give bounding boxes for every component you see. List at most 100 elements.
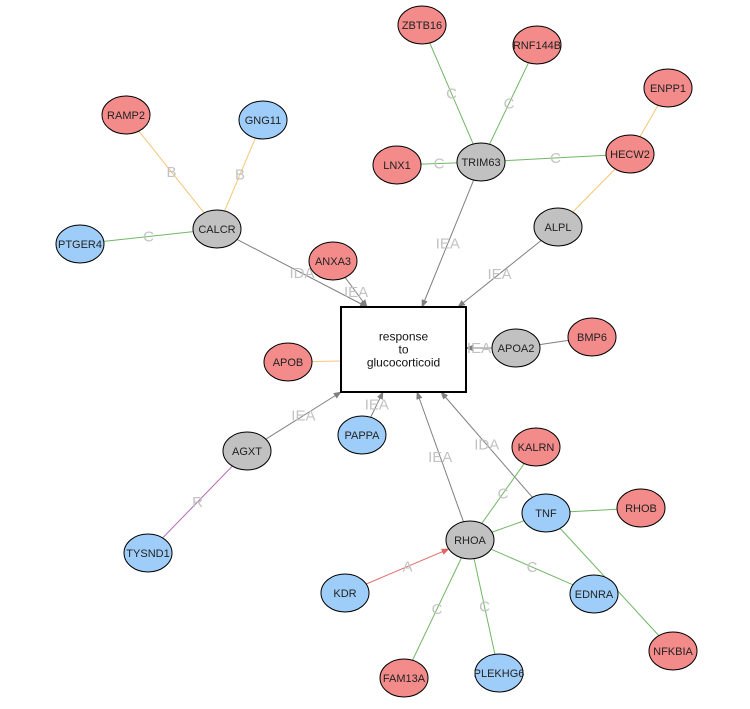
node-bmp6[interactable]: BMP6 (567, 317, 617, 357)
edge-gng11-calcr[interactable] (224, 137, 256, 212)
node-fam13a[interactable]: FAM13A (379, 658, 429, 698)
node-apob[interactable]: APOB (263, 342, 313, 382)
node-tysnd1[interactable]: TYSND1 (123, 533, 173, 573)
edge-label: IEA (467, 340, 491, 357)
node-label: APOB (273, 357, 304, 369)
node-label: KDR (333, 588, 356, 600)
edge-apob-center[interactable] (311, 360, 342, 363)
node-ellipse[interactable] (222, 431, 272, 471)
node-ellipse[interactable] (474, 653, 524, 693)
edge-rnf144b-trim63[interactable] (489, 62, 529, 145)
node-lnx1[interactable]: LNX1 (372, 145, 422, 185)
node-ellipse[interactable] (397, 5, 447, 45)
edge-label: C (479, 599, 490, 616)
node-ellipse[interactable] (533, 207, 583, 247)
edge-hecw2-alpl[interactable] (572, 168, 616, 213)
edge-tnf-rhob[interactable] (569, 508, 618, 513)
center-term-box[interactable] (340, 306, 467, 393)
edge-label: IEA (428, 449, 452, 466)
node-ellipse[interactable] (192, 209, 242, 249)
node-ellipse[interactable] (648, 631, 698, 671)
node-ednra[interactable]: EDNRA (569, 574, 619, 614)
edge-kdr-rhoa[interactable] (365, 548, 450, 585)
node-ellipse[interactable] (320, 573, 370, 613)
edge-fam13a-rhoa[interactable] (412, 557, 462, 661)
edge-trim63-center[interactable] (421, 179, 475, 308)
edge-lnx1-trim63[interactable] (420, 162, 458, 165)
edge-tysnd1-agxt[interactable] (162, 465, 233, 539)
edge-agxt-center[interactable] (265, 391, 342, 440)
edge-enpp1-hecw2[interactable] (639, 105, 659, 137)
node-ellipse[interactable] (123, 533, 173, 573)
node-ramp2[interactable]: RAMP2 (101, 95, 151, 135)
node-ellipse[interactable] (308, 241, 358, 281)
edge-rhoa-center[interactable] (416, 391, 464, 522)
node-ellipse[interactable] (445, 520, 495, 560)
edge-label: C (498, 486, 509, 503)
node-rhoa[interactable]: RHOA (445, 520, 495, 560)
node-ellipse[interactable] (55, 224, 105, 264)
edge-label: B (235, 167, 245, 184)
node-label: PLEKHG6 (474, 668, 525, 680)
edge-ptger4-calcr[interactable] (103, 231, 194, 242)
node-rnf144b[interactable]: RNF144B (512, 25, 562, 65)
node-gng11[interactable]: GNG11 (238, 100, 288, 140)
edge-pappa-center[interactable] (370, 391, 384, 418)
node-ellipse[interactable] (491, 328, 541, 368)
edge-label: C (446, 86, 457, 103)
node-ptger4[interactable]: PTGER4 (55, 224, 105, 264)
edge-rhoa-ednra[interactable] (490, 548, 574, 586)
node-agxt[interactable]: AGXT (222, 431, 272, 471)
node-label: BMP6 (577, 332, 607, 344)
node-ellipse[interactable] (605, 134, 655, 174)
node-ellipse[interactable] (101, 95, 151, 135)
node-label: RHOA (454, 535, 486, 547)
node-label: ANXA3 (315, 256, 351, 268)
edge-label: C (143, 229, 154, 246)
edge-plekhg6-rhoa[interactable] (473, 558, 496, 655)
edge-zbtb16-trim63[interactable] (429, 42, 474, 145)
node-apoa2[interactable]: APOA2 (491, 328, 541, 368)
node-anxa3[interactable]: ANXA3 (308, 241, 358, 281)
node-ellipse[interactable] (521, 493, 571, 533)
node-ellipse[interactable] (379, 658, 429, 698)
node-ellipse[interactable] (567, 317, 617, 357)
node-label: APOA2 (498, 343, 535, 355)
edge-label: C (550, 150, 561, 167)
node-pappa[interactable]: PAPPA (337, 415, 387, 455)
node-zbtb16[interactable]: ZBTB16 (397, 5, 447, 45)
node-tnf[interactable]: TNF (521, 493, 571, 533)
node-ellipse[interactable] (643, 68, 693, 108)
edge-anxa3-center[interactable] (344, 277, 368, 308)
node-nfkbia[interactable]: NFKBIA (648, 631, 698, 671)
node-enpp1[interactable]: ENPP1 (643, 68, 693, 108)
node-ellipse[interactable] (337, 415, 387, 455)
edge-ramp2-calcr[interactable] (138, 130, 205, 214)
edge-bmp6-apoa2[interactable] (539, 339, 569, 346)
node-ellipse[interactable] (238, 100, 288, 140)
edge-kalrn-rhoa[interactable] (481, 463, 525, 524)
node-hecw2[interactable]: HECW2 (605, 134, 655, 174)
node-kdr[interactable]: KDR (320, 573, 370, 613)
node-ellipse[interactable] (569, 574, 619, 614)
node-plekhg6[interactable]: PLEKHG6 (474, 653, 525, 693)
node-ellipse[interactable] (456, 142, 506, 182)
edge-alpl-center[interactable] (457, 240, 542, 308)
node-ellipse[interactable] (263, 342, 313, 382)
node-label: RNF144B (513, 40, 561, 52)
edge-tnf-rhoa[interactable] (491, 520, 525, 533)
edge-label: IEA (291, 408, 315, 425)
node-rhob[interactable]: RHOB (616, 488, 666, 528)
node-kalrn[interactable]: KALRN (511, 427, 561, 467)
node-trim63[interactable]: TRIM63 (456, 142, 506, 182)
node-ellipse[interactable] (512, 25, 562, 65)
node-ellipse[interactable] (372, 145, 422, 185)
node-calcr[interactable]: CALCR (192, 209, 242, 249)
edge-trim63-hecw2[interactable] (504, 154, 607, 162)
edge-tnf-center[interactable] (440, 391, 533, 498)
node-ellipse[interactable] (511, 427, 561, 467)
edge-calcr-center[interactable] (236, 238, 368, 308)
node-alpl[interactable]: ALPL (533, 207, 583, 247)
node-ellipse[interactable] (616, 488, 666, 528)
